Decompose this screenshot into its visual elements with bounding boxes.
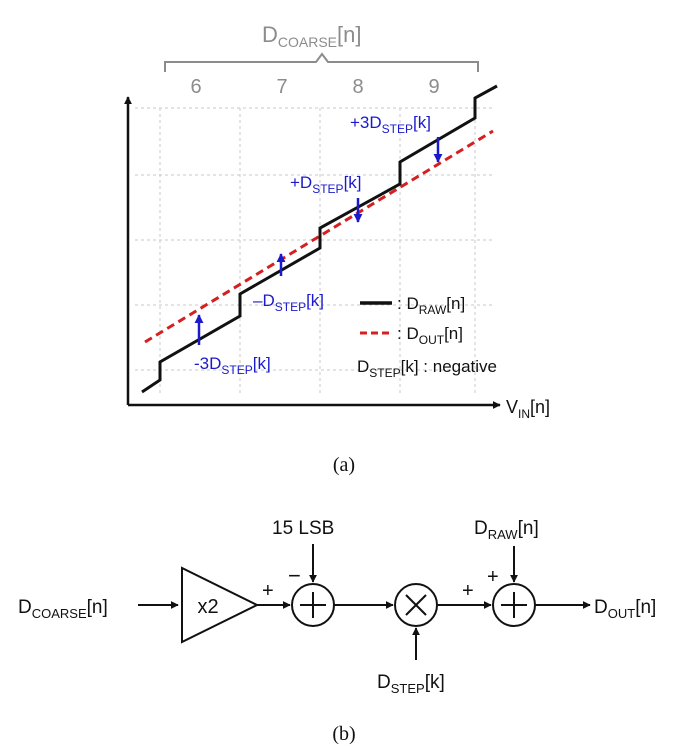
annotation-minus1: –DSTEP[k] — [253, 291, 324, 314]
annotation-plus1: +DSTEP[k] — [290, 173, 362, 196]
coarse-code-9: 9 — [428, 76, 439, 98]
legend-note: DSTEP[k] : negative — [357, 357, 497, 380]
draw-staircase — [141, 84, 498, 394]
x-axis-label: VIN[n] — [506, 397, 550, 421]
legend-label-out: : DOUT[n] — [397, 324, 463, 347]
sign-minus: − — [288, 563, 301, 588]
coarse-bracket-label: DCOARSE[n] — [262, 22, 361, 50]
coarse-code-7: 7 — [276, 76, 287, 98]
legend-label-raw: : DRAW[n] — [397, 294, 465, 317]
coarse-bracket — [164, 52, 479, 72]
lsb-label: 15 LSB — [272, 518, 334, 539]
draw-label: DRAW[n] — [474, 518, 539, 542]
sign-plus-1: + — [262, 580, 274, 602]
caption-b: (b) — [332, 723, 355, 745]
sign-plus-2: + — [462, 580, 474, 602]
coarse-code-6: 6 — [190, 76, 201, 98]
adder-2 — [492, 583, 536, 627]
input-label: DCOARSE[n] — [18, 597, 108, 621]
dstep-label: DSTEP[k] — [377, 672, 445, 696]
panel-a: VIN[n] DCOARSE[n] 6 7 8 9 +3DSTEP[k] +DS… — [124, 22, 550, 476]
caption-a: (a) — [333, 454, 355, 476]
legend: : DRAW[n] : DOUT[n] DSTEP[k] : negative — [357, 294, 497, 380]
panel-b: DCOARSE[n] x2 + 15 LSB − DSTEP[k] — [18, 518, 656, 745]
coarse-code-8: 8 — [352, 76, 363, 98]
annotation-plus3: +3DSTEP[k] — [350, 113, 431, 136]
adder-1 — [291, 583, 335, 627]
multiplier — [394, 583, 438, 627]
gain-label: x2 — [197, 596, 218, 618]
output-label: DOUT[n] — [594, 597, 656, 621]
annotation-minus3: -3DSTEP[k] — [194, 354, 271, 377]
dout-line — [144, 129, 494, 344]
gain-block — [181, 566, 260, 644]
sign-plus-3: + — [487, 566, 499, 588]
